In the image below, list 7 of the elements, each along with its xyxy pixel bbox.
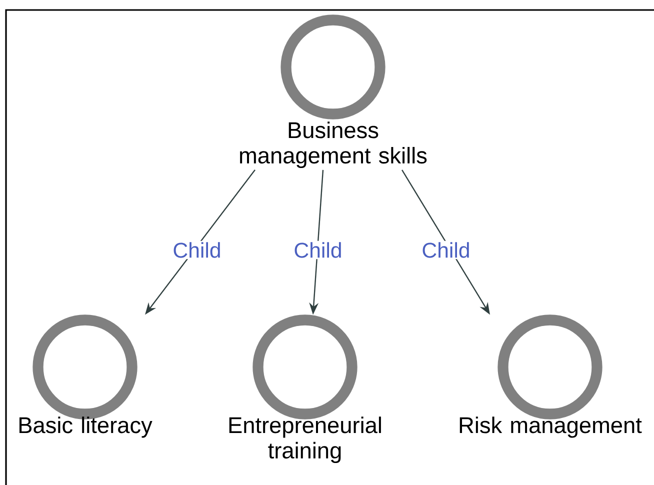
node-label: Basic literacy xyxy=(19,416,152,438)
edge-label: Child xyxy=(171,240,223,260)
edge-label: Child xyxy=(420,240,472,260)
node-label: Entrepreneurial training xyxy=(229,416,381,464)
node-label: Business management skills xyxy=(240,122,427,168)
node-label: Risk management xyxy=(460,416,642,438)
edge-label: Child xyxy=(292,240,344,260)
